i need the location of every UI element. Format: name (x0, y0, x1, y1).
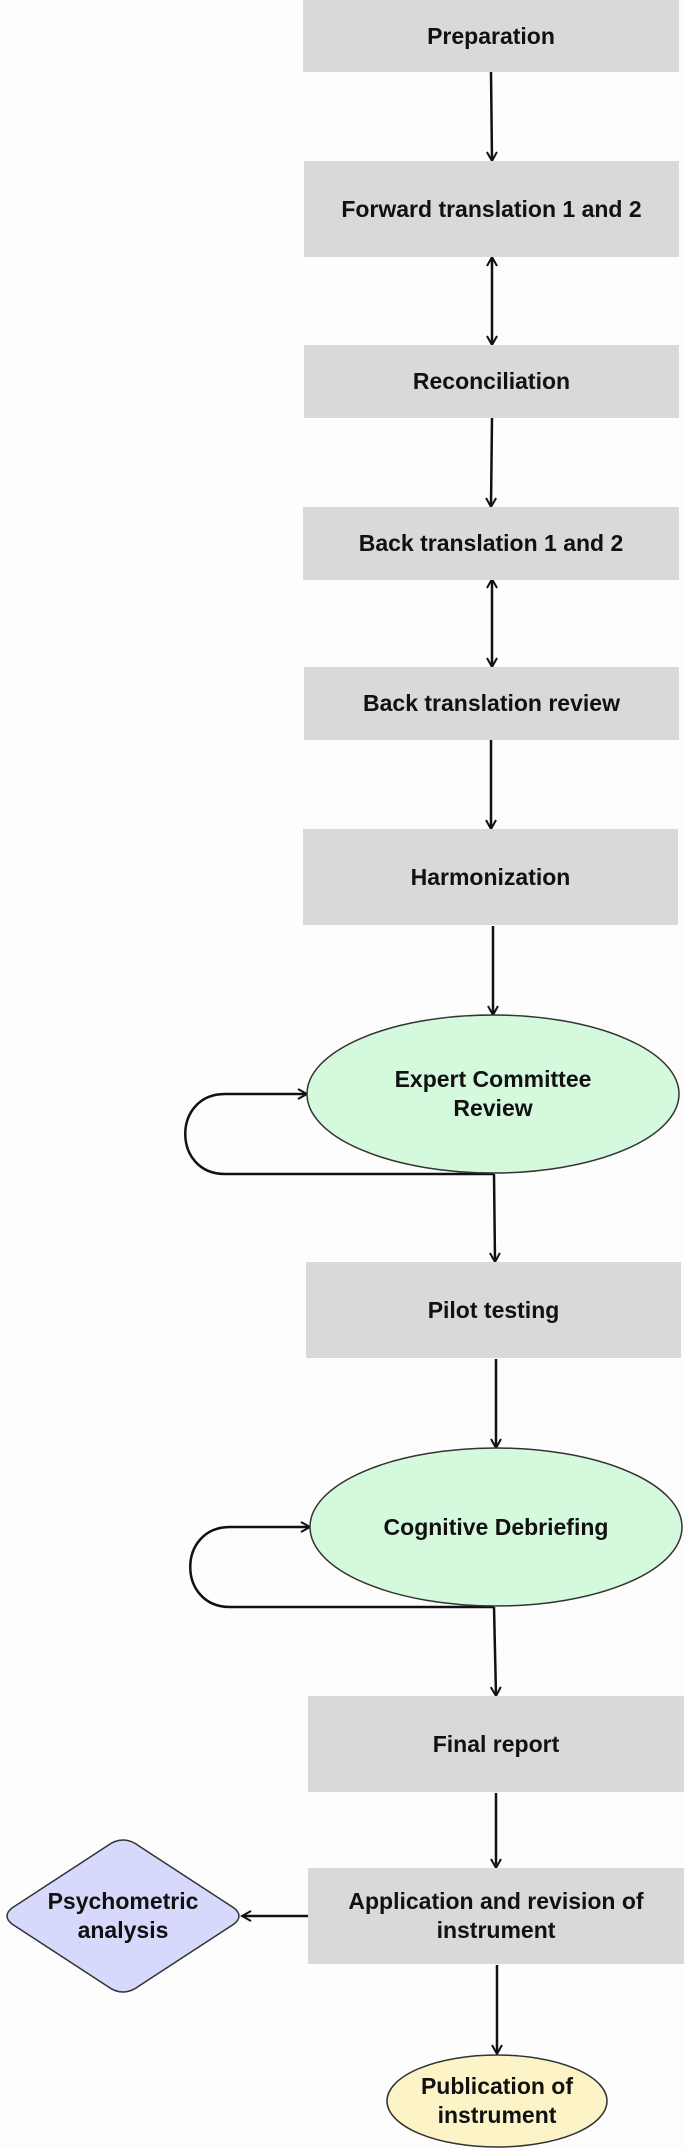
harmonization-label: Harmonization (410, 863, 571, 890)
pilot-testing-step: Pilot testing (306, 1262, 681, 1358)
reconciliation-label: Reconciliation (412, 368, 571, 394)
final-report-label: Final report (432, 1730, 560, 1757)
application-revision-step: Application and revision of instrument (308, 1868, 684, 1964)
arrow-expert-committee-to-pilot (494, 1173, 495, 1261)
back-translation-label: Back translation 1 and 2 (358, 530, 624, 556)
back-translation-review-step: Back translation review (304, 667, 679, 740)
final-report-step: Final report (308, 1696, 684, 1792)
back-translation-review-label: Back translation review (363, 690, 620, 716)
loop-cognitive-debriefing (189, 1527, 494, 1609)
arrow-preparation-to-forward (491, 71, 492, 160)
arrow-reconciliation-to-back-translation (491, 417, 492, 506)
preparation-step: Preparation (303, 0, 679, 72)
expert-committee-review-node: Expert Committee Review (305, 1014, 681, 1174)
arrow-cognitive-to-final-report (494, 1606, 496, 1695)
cognitive-debriefing-label: Cognitive Debriefing (383, 1513, 609, 1540)
psychometric-analysis-label: Psychometric analysis (47, 1888, 199, 1943)
cognitive-debriefing-node: Cognitive Debriefing (308, 1447, 684, 1607)
psychometric-analysis-node: Psychometric analysis (0, 1837, 246, 1995)
psychometric-diamond (6, 1839, 240, 1993)
publication-node: Publication of instrument (385, 2054, 609, 2148)
preparation-label: Preparation (427, 22, 555, 49)
loop-expert-committee-review (184, 1094, 494, 1176)
forward-translation-label: Forward translation 1 and 2 (341, 195, 642, 222)
back-translation-step: Back translation 1 and 2 (303, 507, 679, 580)
expert-committee-review-label: Expert Committee Review (394, 1066, 592, 1121)
publication-label: Publication of instrument (420, 2073, 574, 2128)
forward-translation-step: Forward translation 1 and 2 (304, 161, 679, 257)
harmonization-step: Harmonization (303, 829, 678, 925)
reconciliation-step: Reconciliation (304, 345, 679, 418)
pilot-testing-label: Pilot testing (427, 1296, 560, 1323)
application-revision-label: Application and revision of instrument (348, 1888, 644, 1943)
